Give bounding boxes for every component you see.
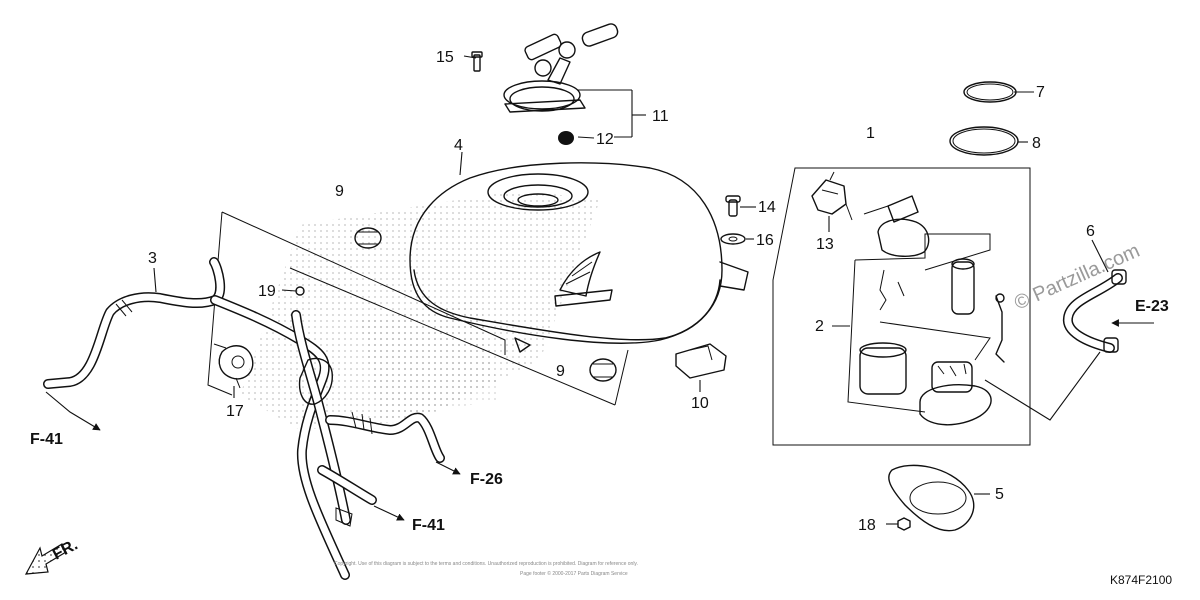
tank-rubber-mount-upper [354,227,382,249]
callout-10: 10 [691,395,709,412]
callout-8: 8 [1032,135,1041,152]
washer [720,233,746,245]
callout-16: 16 [756,232,774,249]
callout-5: 5 [995,486,1004,503]
fuel-pump-spring [879,269,905,311]
tank-rubber-mount-lower [589,358,617,382]
callout-4: 4 [454,137,463,154]
callout-6: 6 [1086,223,1095,240]
callout-13: 13 [816,236,834,253]
dotted-shading [240,190,600,430]
cap-screw [471,51,483,72]
diagram-code: K874F2100 [1110,573,1172,587]
fuel-cap-assembly [503,23,619,113]
o-ring-large [949,126,1019,156]
fine-print-line-2: Page footer © 2000-2017 Parts Diagram Se… [520,570,628,577]
callout-9-upper: 9 [335,183,344,200]
hose-clamp [213,343,254,389]
leader-lines [153,55,1109,525]
callout-11: 11 [652,108,669,125]
ref-e23: E-23 [1135,298,1169,315]
fuel-pump-frame [772,167,1031,446]
callout-18: 18 [858,517,876,534]
setting-nut [897,517,911,531]
callout-labels: 1 2 3 4 5 6 7 8 9 9 10 11 12 13 14 15 16… [148,49,1095,534]
hose-assembly-frame [207,211,629,406]
tank-bracket [675,343,727,379]
fuel-filter-canister [859,342,907,395]
ref-f26: F-26 [470,471,503,488]
fuel-pump-setting-plate [888,464,975,532]
fuel-feed-hose [1063,269,1127,353]
callout-14: 14 [758,199,776,216]
callout-9-lower: 9 [556,363,565,380]
fuel-pump-motor [951,258,975,315]
cap-grommet [558,131,574,145]
reference-labels: F-41 F-26 F-41 E-23 FR. [30,298,1169,564]
callout-17: 17 [226,403,244,420]
callout-1: 1 [866,125,875,142]
reference-arrows [45,319,1154,521]
fuel-pump-connector [811,171,853,221]
fuel-level-sender [995,293,1005,363]
fuel-pump-base-plate [919,361,992,426]
bolt [725,195,741,217]
callout-15: 15 [436,49,454,66]
callout-19: 19 [258,283,276,300]
callout-7: 7 [1036,84,1045,101]
ref-f41-bottom: F-41 [412,517,445,534]
fine-print-line-1: Copyright. Use of this diagram is subjec… [334,561,638,567]
fuel-tank [409,162,749,353]
fuel-pump-top-cover [863,195,930,257]
breather-hose-assembly [43,257,445,580]
callout-3: 3 [148,250,157,267]
callout-2: 2 [815,318,824,335]
callout-12: 12 [596,131,614,148]
fuel-pump-subframe [847,233,991,413]
ref-f41-left: F-41 [30,431,63,448]
front-direction-arrow [24,543,67,575]
o-ring-small [963,81,1017,103]
